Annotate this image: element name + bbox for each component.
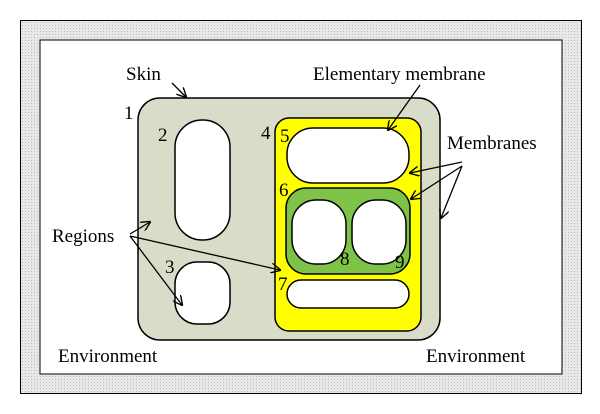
region-number-7: 7 bbox=[278, 274, 288, 295]
region-number-5: 5 bbox=[280, 126, 290, 147]
region-8 bbox=[291, 199, 347, 265]
regions-label: Regions bbox=[52, 226, 114, 247]
environment-right-label: Environment bbox=[426, 346, 526, 367]
region-3 bbox=[174, 261, 231, 325]
region-7 bbox=[286, 279, 410, 309]
region-2 bbox=[174, 119, 231, 241]
skin-arrow bbox=[171, 82, 186, 97]
environment-left-label: Environment bbox=[58, 346, 158, 367]
regions-arrow-2 bbox=[129, 235, 182, 305]
region-number-4: 4 bbox=[261, 123, 271, 144]
region-number-8: 8 bbox=[340, 249, 350, 270]
region-9 bbox=[351, 199, 407, 265]
region-5 bbox=[286, 127, 410, 184]
skin-label: Skin bbox=[126, 64, 161, 85]
region-number-9: 9 bbox=[395, 252, 405, 273]
region-number-3: 3 bbox=[165, 257, 175, 278]
region-number-2: 2 bbox=[158, 125, 168, 146]
membranes-arrow-1 bbox=[410, 161, 463, 173]
region-number-1: 1 bbox=[124, 103, 134, 124]
regions-arrow-1 bbox=[129, 222, 150, 235]
membranes-arrow-3 bbox=[441, 165, 463, 218]
elementary-membrane-arrow bbox=[388, 84, 421, 130]
elementary-membrane-label: Elementary membrane bbox=[313, 64, 486, 85]
membranes-label: Membranes bbox=[447, 133, 537, 154]
region-number-6: 6 bbox=[279, 180, 289, 201]
membranes-arrow-2 bbox=[411, 165, 463, 199]
regions-arrow-3 bbox=[129, 235, 280, 270]
